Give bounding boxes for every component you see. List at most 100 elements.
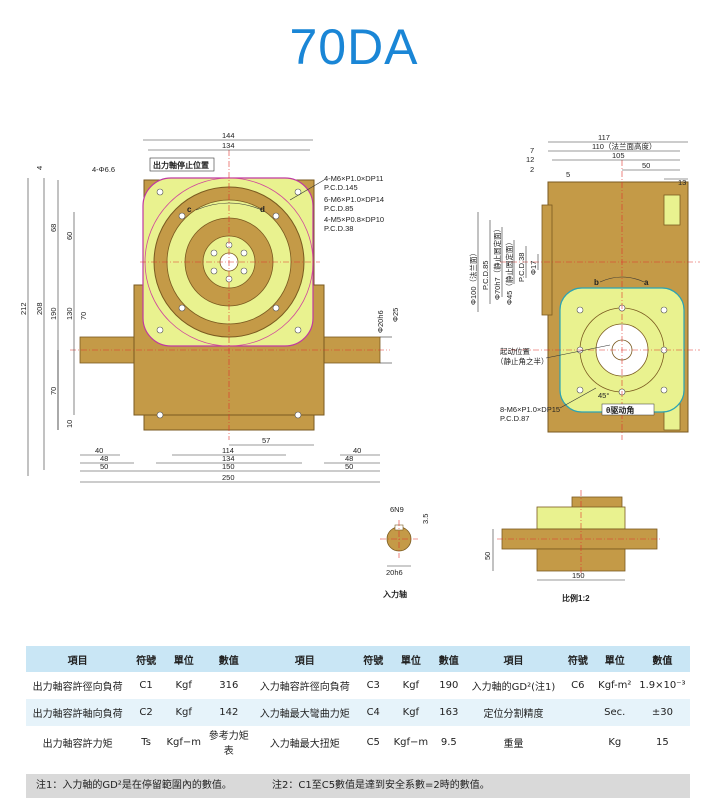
- cell: 出力軸容許徑向負荷: [32, 682, 123, 693]
- cell: 參考力矩表: [208, 731, 249, 757]
- dim-150: 150: [222, 462, 235, 471]
- cell: 入力軸最大彎曲力矩: [253, 699, 357, 726]
- side-dia17: Φ17: [529, 261, 538, 275]
- header-unit3: 單位: [594, 646, 635, 672]
- note-2: 注2：C1至C5數值是達到安全系數=2時的數值。: [272, 780, 490, 791]
- start-position-label: 起动位置: [500, 346, 530, 356]
- shaft-dia-20h6: Φ20h6: [376, 310, 385, 333]
- header-symbol3: 符號: [560, 646, 595, 672]
- cell: 142: [204, 699, 254, 726]
- cell: Kgf: [163, 699, 205, 726]
- front-view: c d 144 134 4-Φ6.6 出力軸停止位置 4-M6×P1.0×DP1…: [19, 131, 400, 483]
- side-view: b a 117 110（法兰面高度） 105 50 13 7 12 2 5 Φ1…: [468, 133, 700, 440]
- shaft-detail: 6N9 3.5 20h6 入力轴: [380, 505, 430, 599]
- side-dim-2: 2: [530, 165, 534, 174]
- cell: Kg: [608, 736, 622, 748]
- hole-label: 4-Φ6.6: [92, 165, 115, 174]
- bottom-dims: 57 40 48 50 114 134 150 40 48 50 250: [80, 436, 380, 483]
- side-dim-13: 13: [678, 178, 686, 187]
- header-unit2: 單位: [390, 646, 432, 672]
- header-symbol1: 符號: [129, 646, 164, 672]
- direction-d-label: d: [260, 205, 265, 214]
- cell: 出力軸容許力矩: [42, 738, 113, 750]
- shaft-dia: 20h6: [386, 568, 403, 577]
- side-spec: 8-M6×P1.0×DP15: [500, 405, 560, 414]
- top-dim-50: 50: [483, 552, 492, 560]
- side-dim-12: 12: [526, 155, 534, 164]
- table-header-row: 項目 符號 單位 數值 項目 符號 單位 數值 項目 符號 單位 數值: [26, 646, 690, 672]
- dim-70b: 70: [49, 387, 58, 395]
- header-item1: 項目: [26, 646, 130, 672]
- cell: [561, 726, 595, 758]
- header-symbol2: 符號: [356, 646, 391, 672]
- key-depth: 3.5: [421, 514, 430, 524]
- dim-212: 212: [19, 302, 28, 315]
- dim-134b: 134: [222, 454, 235, 463]
- cell: [560, 699, 595, 726]
- side-pcd38: P.C.D.38: [517, 253, 526, 282]
- dim-4: 4: [35, 166, 44, 170]
- cell: Kgf-m²: [598, 680, 632, 691]
- dim-114: 114: [222, 446, 234, 455]
- spec2b: P.C.D.85: [324, 204, 353, 213]
- cell: C1: [139, 680, 153, 691]
- header-item2: 項目: [253, 646, 357, 672]
- spec1b: P.C.D.145: [324, 183, 358, 192]
- cell: Sec.: [594, 699, 635, 726]
- side-dia45: Φ45（静止圆定面）: [504, 238, 514, 305]
- spec-table: 項目 符號 單位 數值 項目 符號 單位 數值 項目 符號 單位 數值 出力軸容…: [26, 646, 690, 758]
- dim-130: 130: [65, 307, 74, 320]
- cell: 重量: [503, 738, 524, 750]
- start-position-sub: （静止角之半）: [496, 356, 549, 366]
- spec2: 6-M6×P1.0×DP14: [324, 195, 384, 204]
- side-dim-5: 5: [566, 170, 570, 179]
- side-dim-117: 117: [598, 133, 610, 142]
- dim-40a: 40: [95, 446, 103, 455]
- dim-57: 57: [262, 436, 270, 445]
- cell: C3: [366, 680, 380, 691]
- dim-48a: 48: [100, 454, 108, 463]
- side-flange-dia: Φ100（法兰面）: [468, 249, 478, 305]
- spec1: 4-M6×P1.0×DP11: [324, 174, 383, 183]
- direction-b-label: b: [594, 278, 599, 287]
- dim-50b: 50: [345, 462, 353, 471]
- top-view: 50 150 比例1:2: [483, 490, 662, 603]
- side-dia70: Φ70h7（静止圆定面）: [492, 225, 502, 300]
- cell: 1.9×10⁻³: [639, 680, 686, 691]
- dim-50a: 50: [100, 462, 108, 471]
- cell: ±30: [634, 699, 690, 726]
- top-dim-150: 150: [572, 571, 585, 580]
- table-row: 出力軸容許徑向負荷 C1 Kgf 316 入力軸容許徑向負荷 C3 Kgf 19…: [26, 672, 690, 699]
- notes-bar: 注1：入力軸的GD²是在停留範圍內的數值。 注2：C1至C5數值是達到安全系數=…: [26, 774, 690, 798]
- dim-60: 60: [65, 232, 74, 240]
- dim-10: 10: [65, 420, 74, 428]
- cell: C2: [129, 699, 164, 726]
- table-row: 出力軸容許軸向負荷 C2 Kgf 142 入力軸最大彎曲力矩 C4 Kgf 16…: [26, 699, 690, 726]
- cell: Kgf: [402, 680, 420, 691]
- dim-48b: 48: [345, 454, 353, 463]
- cell: Kgf: [175, 680, 192, 691]
- cell: 15: [656, 736, 669, 748]
- spec3b: P.C.D.38: [324, 224, 353, 233]
- dim-68: 68: [49, 224, 58, 232]
- cell: 163: [431, 699, 467, 726]
- cell: Kgf−m: [393, 736, 429, 748]
- side-pcd85: P.C.D.85: [481, 261, 490, 290]
- direction-c-label: c: [187, 205, 192, 214]
- dim-250: 250: [222, 473, 235, 482]
- scale-caption: 比例1:2: [562, 593, 590, 603]
- spec3: 4-M5×P0.8×DP10: [324, 215, 384, 224]
- header-value1: 數值: [204, 646, 254, 672]
- header-value3: 數值: [634, 646, 690, 672]
- shaft-caption: 入力轴: [382, 589, 407, 599]
- cell: 定位分割精度: [466, 699, 561, 726]
- cell: 出力軸容許軸向負荷: [26, 699, 130, 726]
- header-item3: 項目: [466, 646, 561, 672]
- direction-a-label: a: [644, 278, 649, 287]
- dim-70a: 70: [79, 312, 88, 320]
- left-dims: 4 212 208 68 60 190 130 70 70 10: [19, 166, 88, 476]
- stop-position-label: 出力軸停止位置: [153, 160, 209, 170]
- angle-mark: 45°: [598, 391, 609, 400]
- table-row: 出力軸容許力矩 Ts Kgf−m 參考力矩表 入力軸最大扭矩 C5 Kgf−m …: [26, 726, 690, 758]
- cell: C5: [366, 736, 380, 748]
